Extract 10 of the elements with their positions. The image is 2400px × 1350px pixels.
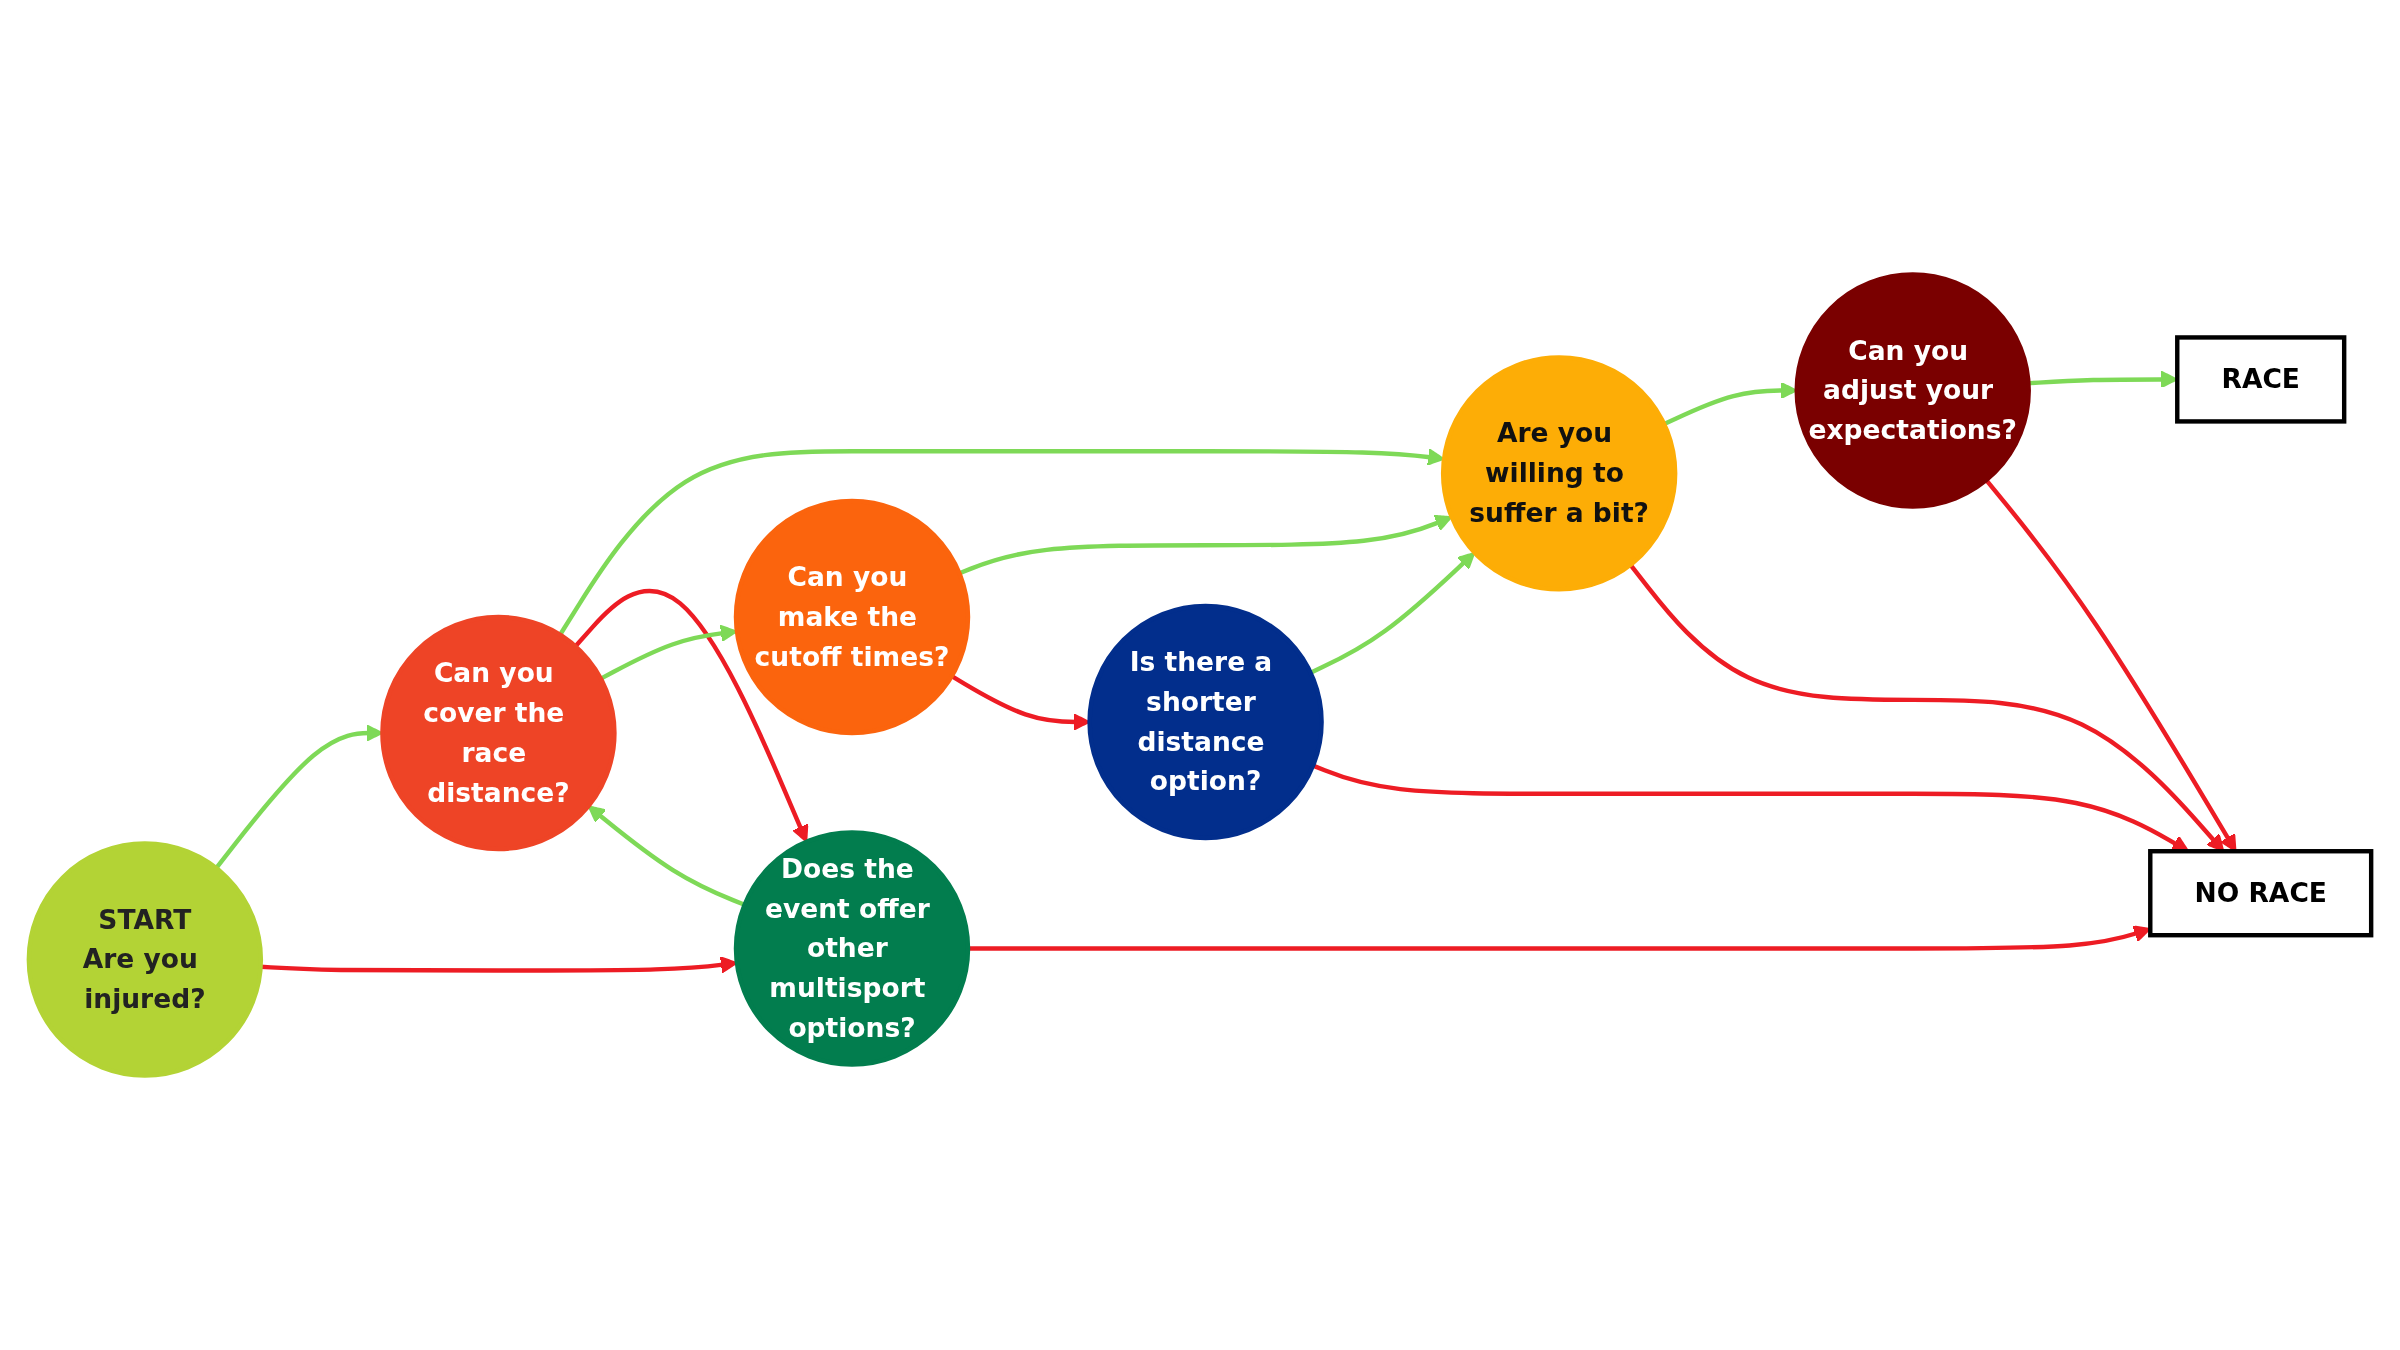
node-circle: Can you adjust your expectations?	[1794, 272, 2031, 509]
node-circle: Are you willing to suffer a bit?	[1440, 355, 1678, 592]
node-box: RACE	[2175, 335, 2347, 424]
arrow	[573, 588, 809, 843]
node-circle: Can you make the cutoff times?	[733, 498, 971, 736]
node-box: NO RACE	[2148, 849, 2374, 938]
node-circle: Can you cover the race distance?	[380, 614, 617, 852]
node-circle: START Are you injured?	[26, 841, 264, 1078]
node-circle: Does the event offer other multisport options?	[733, 830, 971, 1067]
node-circle: Is there a shorter distance option?	[1087, 603, 1324, 841]
